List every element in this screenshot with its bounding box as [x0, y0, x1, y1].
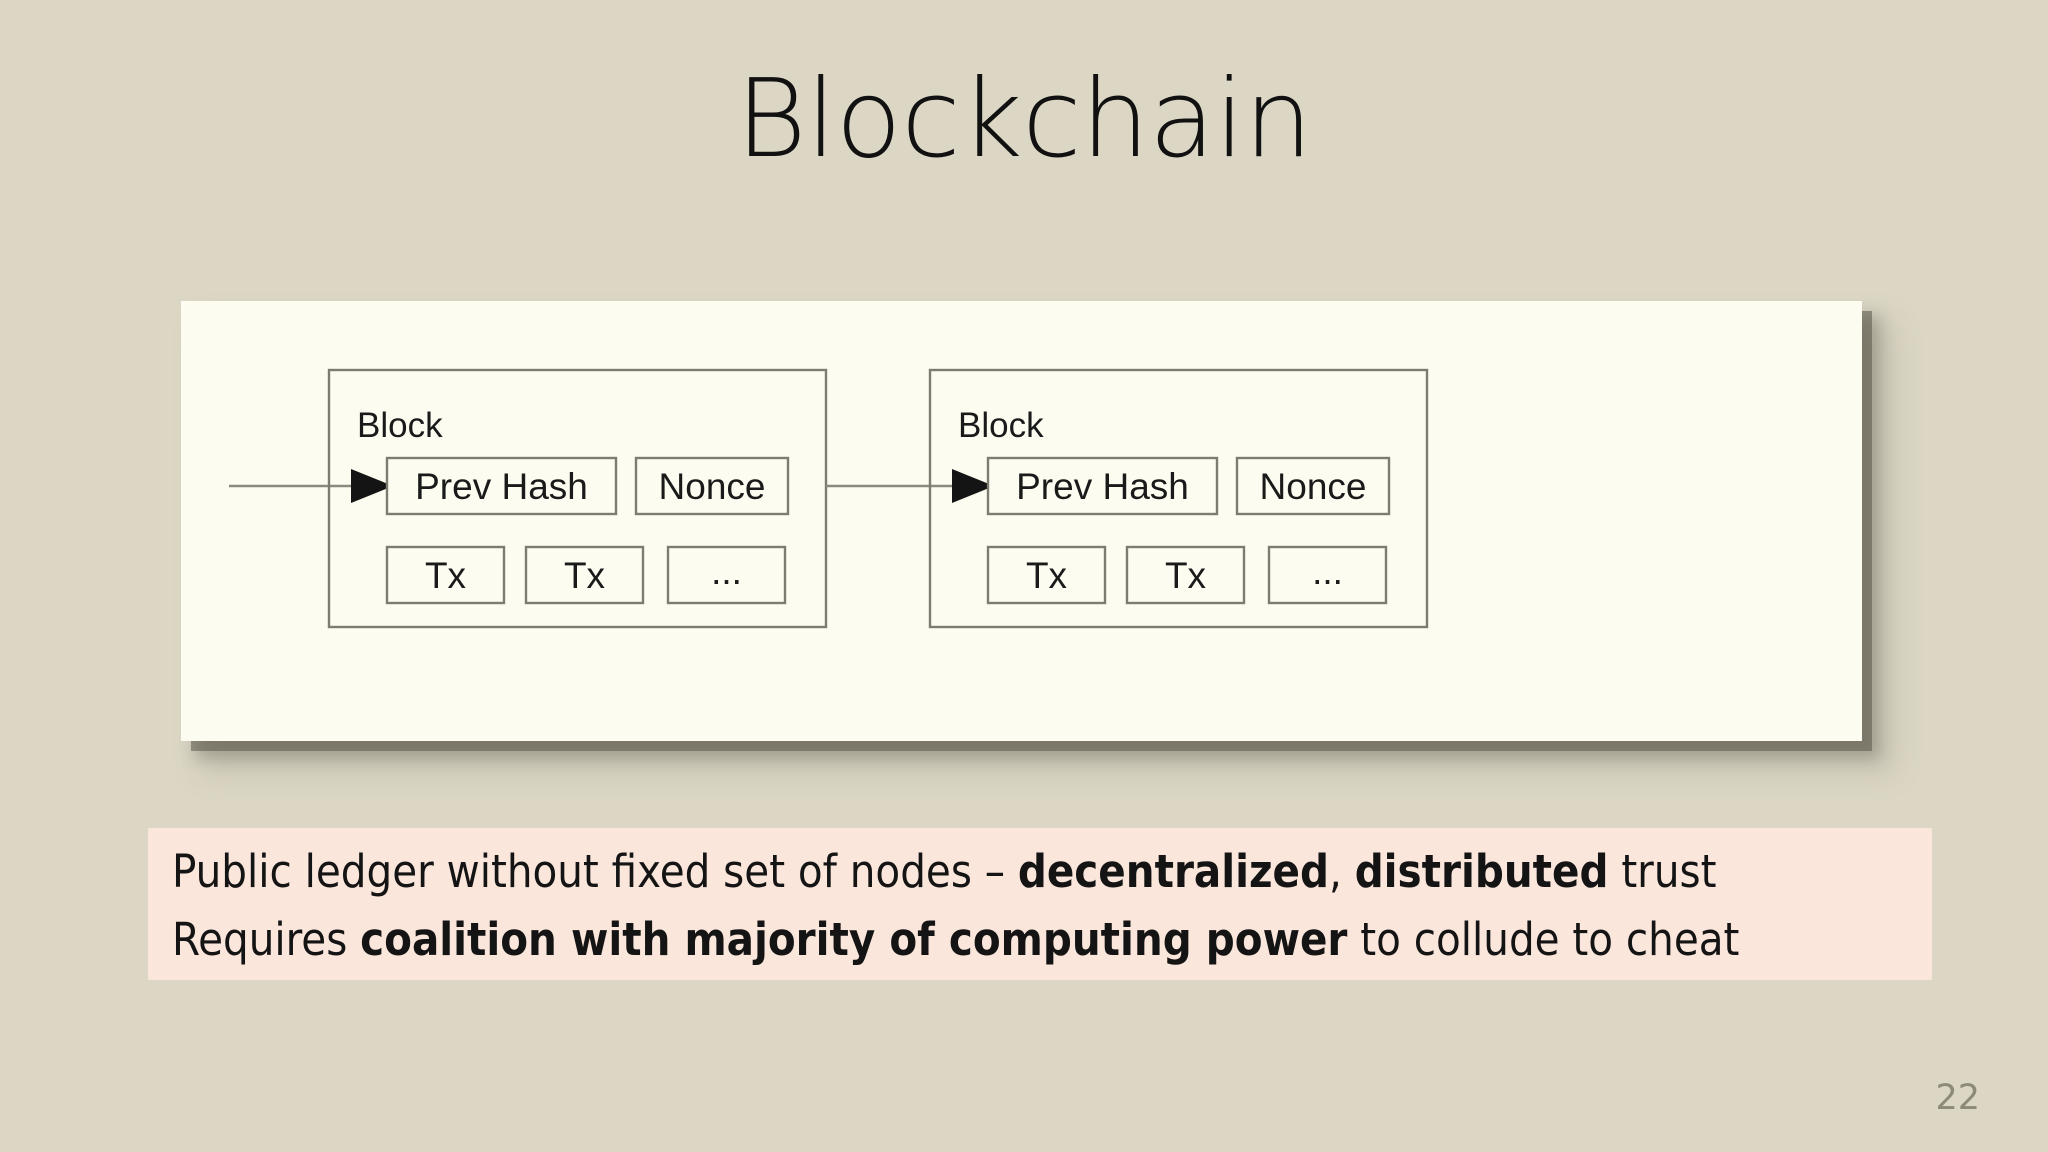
- block-1-tx-1-label: Tx: [425, 555, 467, 596]
- block-1-prev-hash-label: Prev Hash: [415, 466, 588, 507]
- caption-line-1-bold-decentralized: decentralized: [1017, 845, 1329, 898]
- block-2-nonce-label: Nonce: [1260, 466, 1367, 507]
- block-2-tx-cell-1: Tx: [986, 545, 1107, 605]
- block-1-tx-2-label: Tx: [564, 555, 606, 596]
- caption-line-1-bold-distributed: distributed: [1354, 845, 1609, 898]
- block-1-tx-3-label: ...: [711, 551, 742, 592]
- block-2-tx-1-label: Tx: [1026, 555, 1068, 596]
- block-1-nonce-label: Nonce: [659, 466, 766, 507]
- caption-line-1: Public ledger without fixed set of nodes…: [172, 838, 1910, 906]
- block-2-prev-hash-cell: Prev Hash: [986, 456, 1219, 516]
- caption-line-1-part-1: Public ledger without fixed set of nodes…: [172, 845, 1018, 898]
- blockchain-diagram: Block Prev Hash Nonce Tx Tx: [229, 368, 1429, 629]
- caption-line-2-part-2: to collude to cheat: [1347, 913, 1740, 966]
- block-2: Block Prev Hash Nonce Tx Tx: [928, 368, 1429, 629]
- arrow-block-1-to-block-2: [826, 469, 994, 503]
- block-2-tx-cell-2: Tx: [1125, 545, 1246, 605]
- block-2-tx-2-label: Tx: [1165, 555, 1207, 596]
- block-2-prev-hash-label: Prev Hash: [1016, 466, 1189, 507]
- block-1-tx-cell-2: Tx: [524, 545, 645, 605]
- caption-box: Public ledger without fixed set of nodes…: [148, 828, 1932, 980]
- block-2-tx-3-label: ...: [1312, 551, 1343, 592]
- page-number: 22: [1935, 1078, 1980, 1118]
- blockchain-diagram-panel: Block Prev Hash Nonce Tx Tx: [181, 301, 1862, 741]
- block-1-tx-cell-3: ...: [666, 545, 787, 605]
- caption-line-1-part-2: ,: [1328, 845, 1355, 898]
- block-1-tx-cell-1: Tx: [385, 545, 506, 605]
- caption-line-2-part-1: Requires: [172, 913, 361, 966]
- page-title: Blockchain: [735, 57, 1313, 182]
- block-1-prev-hash-cell: Prev Hash: [385, 456, 618, 516]
- block-1: Block Prev Hash Nonce Tx Tx: [327, 368, 828, 629]
- block-1-label: Block: [357, 406, 443, 445]
- block-2-nonce-cell: Nonce: [1235, 456, 1391, 516]
- caption-line-2: Requires coalition with majority of comp…: [172, 906, 1910, 974]
- block-2-tx-cell-3: ...: [1267, 545, 1388, 605]
- caption-line-1-part-3: trust: [1608, 845, 1717, 898]
- incoming-arrow-to-block-1: [229, 469, 393, 503]
- block-1-nonce-cell: Nonce: [634, 456, 790, 516]
- block-2-label: Block: [958, 406, 1044, 445]
- caption-line-2-bold-coalition: coalition with majority of computing pow…: [360, 913, 1348, 966]
